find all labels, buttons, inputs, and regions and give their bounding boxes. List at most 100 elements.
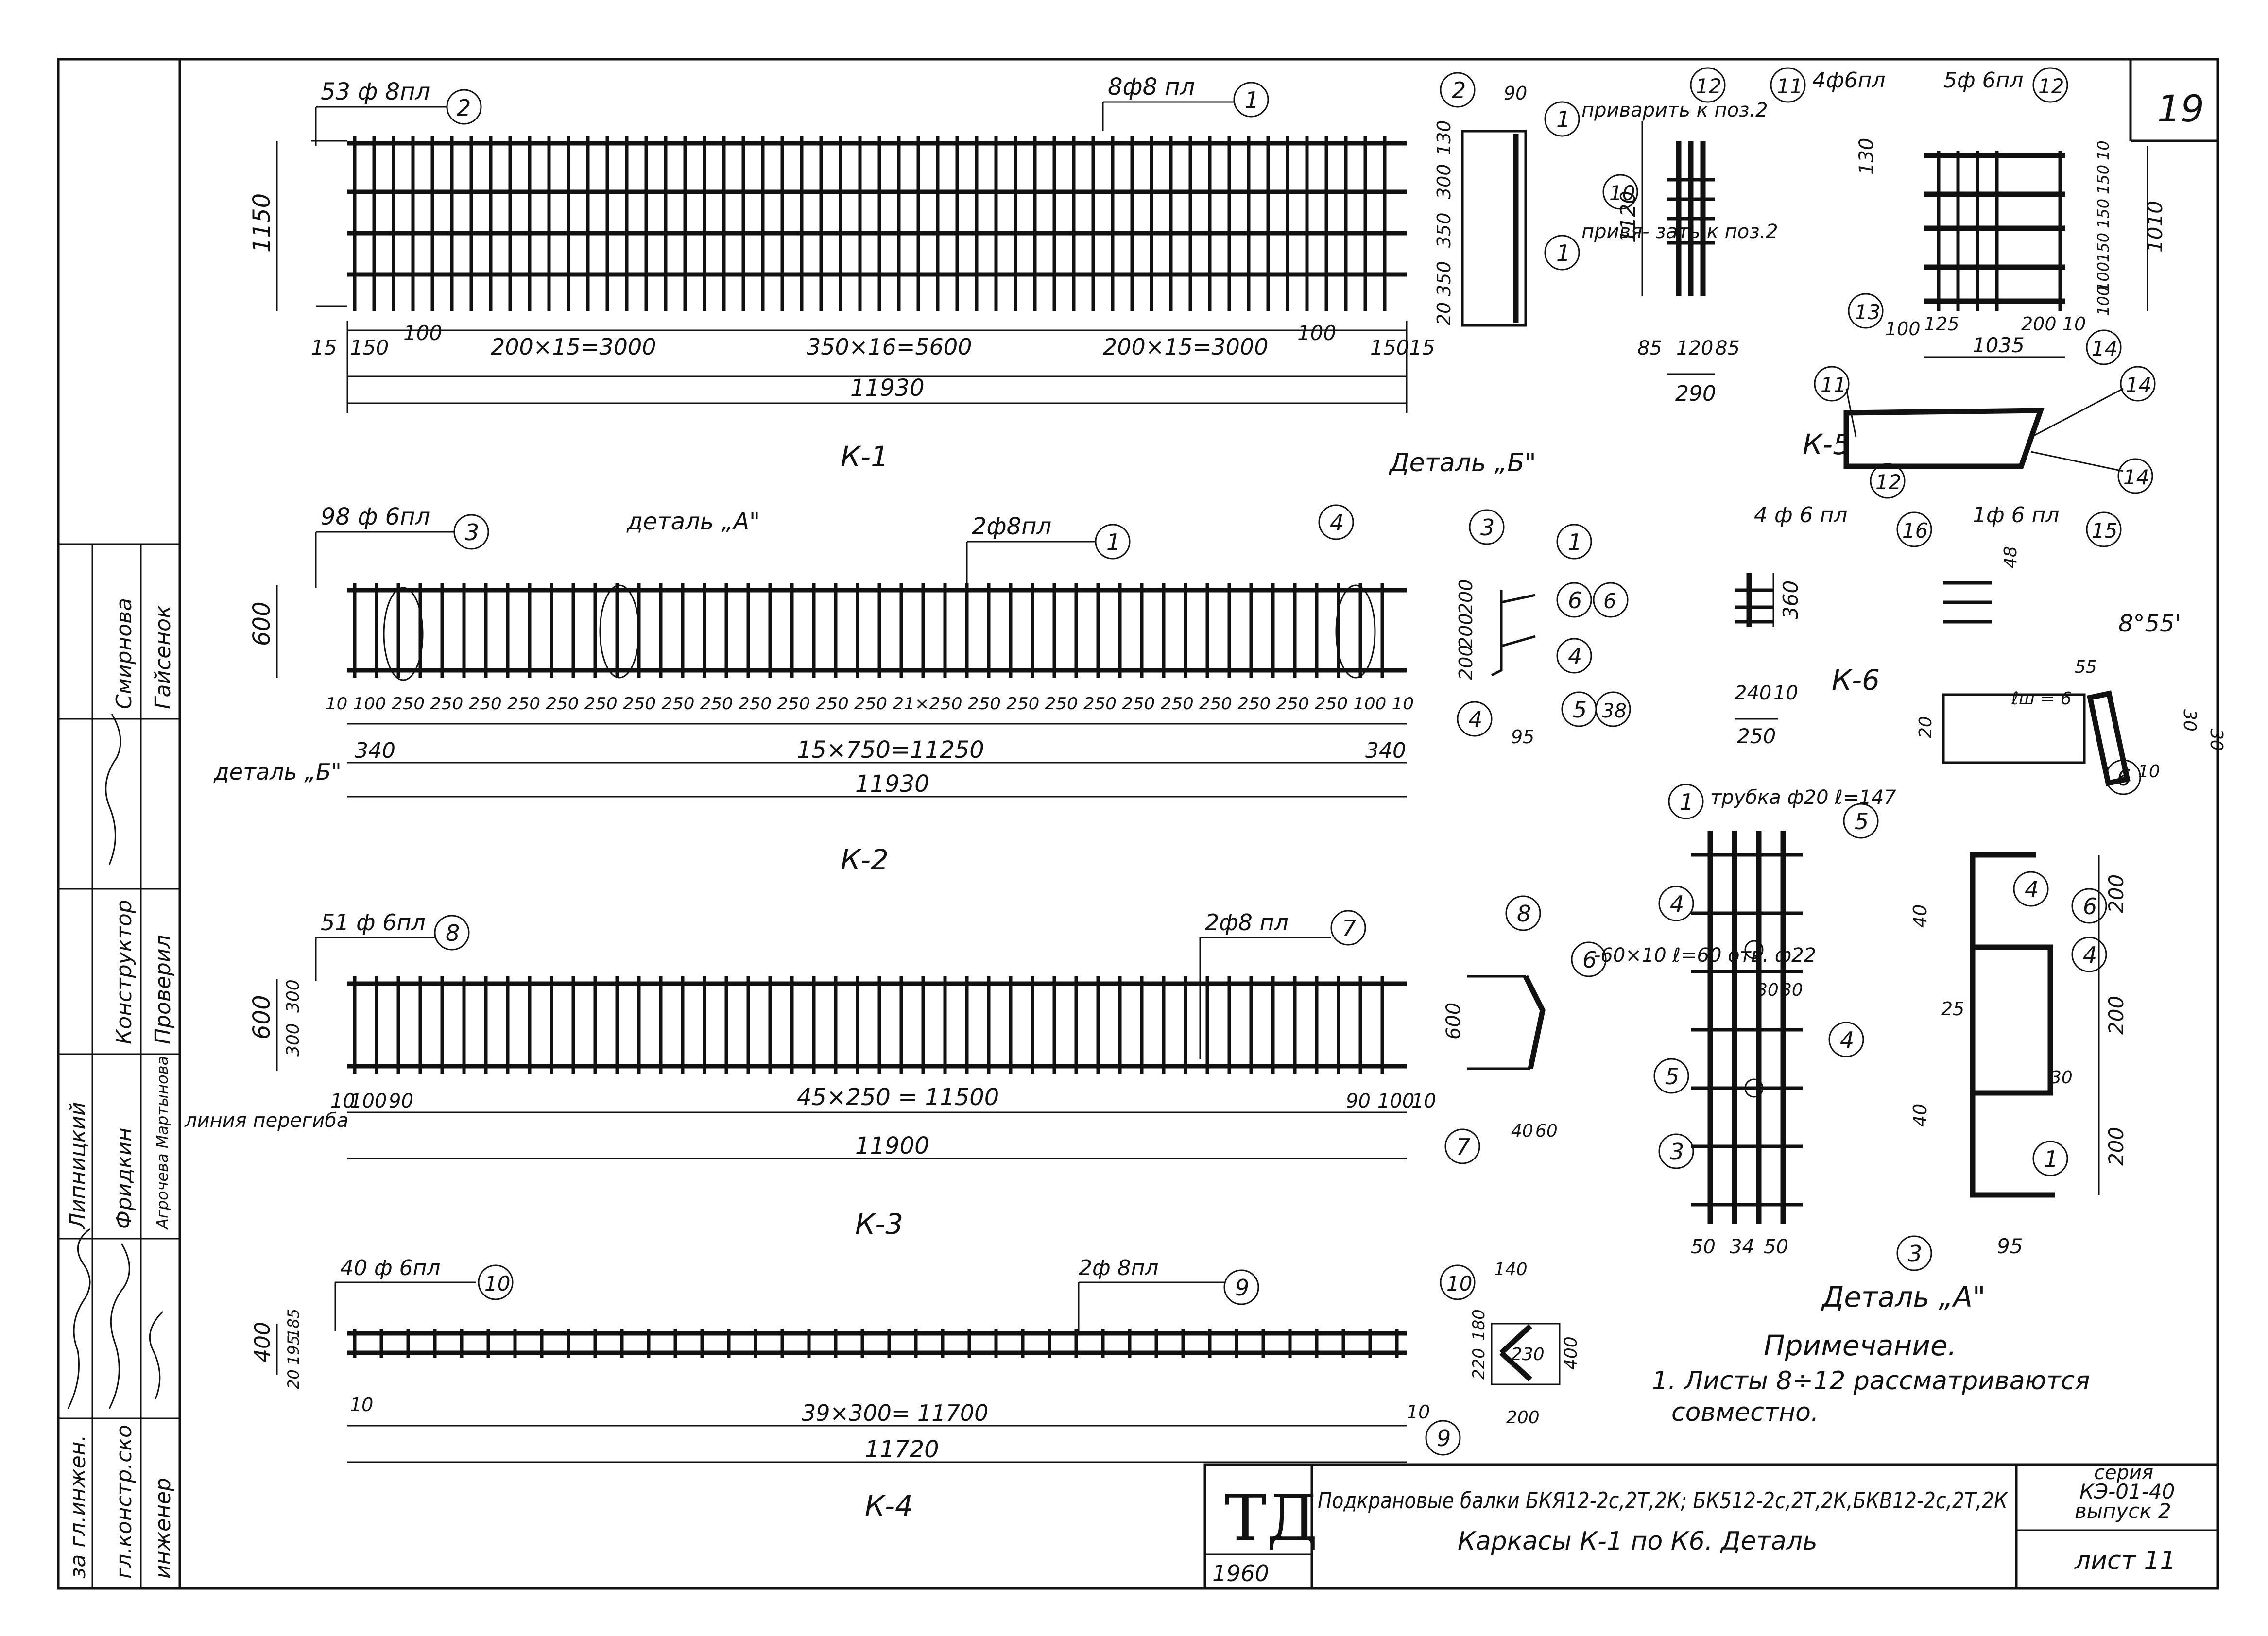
detail-a-rd0: 200	[2104, 874, 2128, 913]
k2-callout-bars3: 98 ф 6пл	[321, 503, 430, 530]
k4-sec-total-h: 400	[1561, 1336, 1581, 1370]
title-line-1: Подкрановые балки БКЯ12-2с,2Т,2К; БК512-…	[1318, 1487, 2009, 1514]
k3-dim-0: 10	[330, 1090, 355, 1112]
k3-sec-w1: 60	[1535, 1121, 1558, 1141]
k2-height: 600	[248, 601, 275, 646]
k2-detail-b: Деталь „Б"	[1389, 448, 1536, 477]
k3-sec-h: 600	[1443, 1003, 1465, 1040]
frame-k1: 1150 2 53 ф 8пл 1 8ф8 пл 15 150 100 200×…	[248, 72, 1778, 473]
k2-sec-1: 1	[1568, 529, 1582, 555]
k1-sec-1b: 1	[1556, 240, 1570, 266]
k5-elev-d0: 85	[1637, 337, 1662, 359]
k3-dim-6: 10	[1411, 1090, 1436, 1112]
k3-h0: 300	[283, 979, 303, 1013]
stamp-year: 1960	[1212, 1560, 1269, 1586]
note-text-1: 1. Листы 8÷12 рассматриваются	[1652, 1366, 2090, 1396]
k5-plan-v1: 150	[2094, 165, 2113, 194]
k4-h0: 20	[284, 1369, 303, 1389]
detail-a: 1 трубка ф20 ℓ=147 5 4 -60×10 ℓ=60 отв. …	[1571, 784, 2128, 1313]
sig-name-4: Проверил	[151, 935, 175, 1044]
k1-sec-h1: 300	[1433, 164, 1455, 199]
detail-a-b1: 34	[1730, 1236, 1754, 1258]
detail-a-num-1: 1	[1680, 789, 1694, 815]
k2-sec-4b: 4	[1468, 706, 1482, 733]
k4-sec-inner: 230	[1511, 1345, 1545, 1364]
k5-plan-v0: 10	[2094, 140, 2113, 160]
detail-a-num-4b: 4	[1840, 1027, 1854, 1053]
note-text-2: совместно.	[1671, 1398, 1819, 1427]
detail-a-num-3: 3	[1670, 1139, 1684, 1165]
signature-block: за гл.инжен. гл.констр.ско инженер Смирн…	[58, 543, 180, 1588]
frame-k5: 12 10 1120 85 120 85 290 11 12 13 14 4ф6…	[1602, 67, 2167, 499]
detail-a-r-1: 1	[2044, 1146, 2058, 1172]
k4-sec-h0: 220	[1469, 1348, 1489, 1380]
k5-elev-d2: 85	[1715, 337, 1740, 359]
k2-num-1: 1	[1106, 529, 1120, 555]
k5-num-14c: 14	[2123, 465, 2149, 489]
sheet-label: лист 11	[2074, 1546, 2176, 1575]
k1-dim-2: 100	[403, 321, 442, 345]
k2-sec-h0: 200	[1455, 579, 1477, 614]
sig-name-6: Фридкин	[112, 1127, 137, 1229]
k1-dim-8: 15	[1409, 336, 1435, 359]
signature-scribble	[67, 1228, 91, 1409]
k6-callout-16: 4 ф 6 пл	[1754, 503, 1847, 528]
k2-sec-4a: 4	[1568, 643, 1582, 669]
k6-d1: 10	[1773, 682, 1798, 704]
k5-plan-d1: 100	[1885, 318, 1921, 340]
detail-a-num-5a: 5	[1855, 808, 1869, 835]
detail-a-r-6: 6	[2083, 893, 2097, 920]
k2-stirrups	[353, 583, 1384, 678]
detail-b-d3: 30	[2206, 729, 2226, 751]
k5-plan-v5: 100	[2094, 286, 2113, 316]
k5-plan-d2: 125	[1924, 313, 1959, 335]
detail-a-rd4: 25	[1941, 998, 1964, 1020]
series-line-1: серия	[2094, 1462, 2153, 1484]
k5-callout-12: 5ф 6пл	[1943, 68, 2023, 93]
k4-sec-h1: 180	[1469, 1309, 1489, 1341]
k6-height: 360	[1779, 580, 1803, 619]
stamp-logo: ТД	[1224, 1481, 1318, 1555]
k3-total: 11900	[855, 1132, 929, 1159]
detail-b-d0: 55	[2075, 657, 2097, 677]
k1-name: К-1	[841, 440, 889, 473]
k6-name: К-6	[1832, 664, 1880, 697]
k5-elev-d1: 120	[1676, 337, 1713, 359]
k2-sec-6b: 6	[1603, 589, 1616, 613]
k2-num-3: 3	[465, 519, 479, 545]
detail-a-b2: 50	[1764, 1236, 1788, 1258]
series-line-2: КЭ-01-40	[2079, 1480, 2175, 1503]
k4-sec-9: 9	[1437, 1425, 1451, 1451]
k2-num-4: 4	[1330, 510, 1344, 536]
k3-sec-8: 8	[1517, 901, 1531, 927]
k3-stirrups	[353, 976, 1384, 1074]
detail-a-r-4b: 4	[2083, 942, 2097, 968]
k3-name: К-3	[855, 1208, 903, 1241]
k1-sec-h0: 130	[1433, 120, 1455, 155]
k4-total: 11720	[865, 1436, 939, 1463]
detail-b: 6 8°55' ℓш = 6 55 20 30 30 10	[1916, 610, 2226, 795]
detail-b-d4: 10	[2138, 762, 2160, 782]
k5-num-11: 11	[1777, 74, 1803, 98]
frame-k3: 600 300 300 8 51 ф 6пл 7 2ф8 пл 10 100 9…	[184, 895, 1558, 1241]
k1-sec-w: 90	[1504, 83, 1527, 104]
k2-sec-6: 6	[1568, 587, 1582, 614]
k3-num-8: 8	[446, 920, 460, 946]
k3-sec-7: 7	[1456, 1134, 1470, 1160]
k2-detail-a: деталь „А"	[626, 508, 760, 535]
k3-h1: 300	[283, 1023, 303, 1057]
k1-sec-note1: приварить к поз.2	[1581, 99, 1768, 121]
k6-num-15: 15	[2092, 519, 2117, 543]
k5-num-12a: 12	[1696, 74, 1721, 98]
k4-height: 400	[250, 1322, 275, 1363]
k2-dim-0: 340	[355, 738, 395, 763]
k5-callout-11: 4ф6пл	[1812, 68, 1886, 93]
k1-callout-bars2: 53 ф 8пл	[321, 78, 430, 105]
signature-scribble	[108, 1243, 130, 1409]
k5-num-12b: 12	[2038, 74, 2064, 98]
k6-num-16: 16	[1902, 519, 1928, 543]
k3-dim-4: 90	[1346, 1090, 1371, 1112]
k2-name: К-2	[841, 843, 889, 876]
k5-num-13: 13	[1855, 300, 1880, 324]
